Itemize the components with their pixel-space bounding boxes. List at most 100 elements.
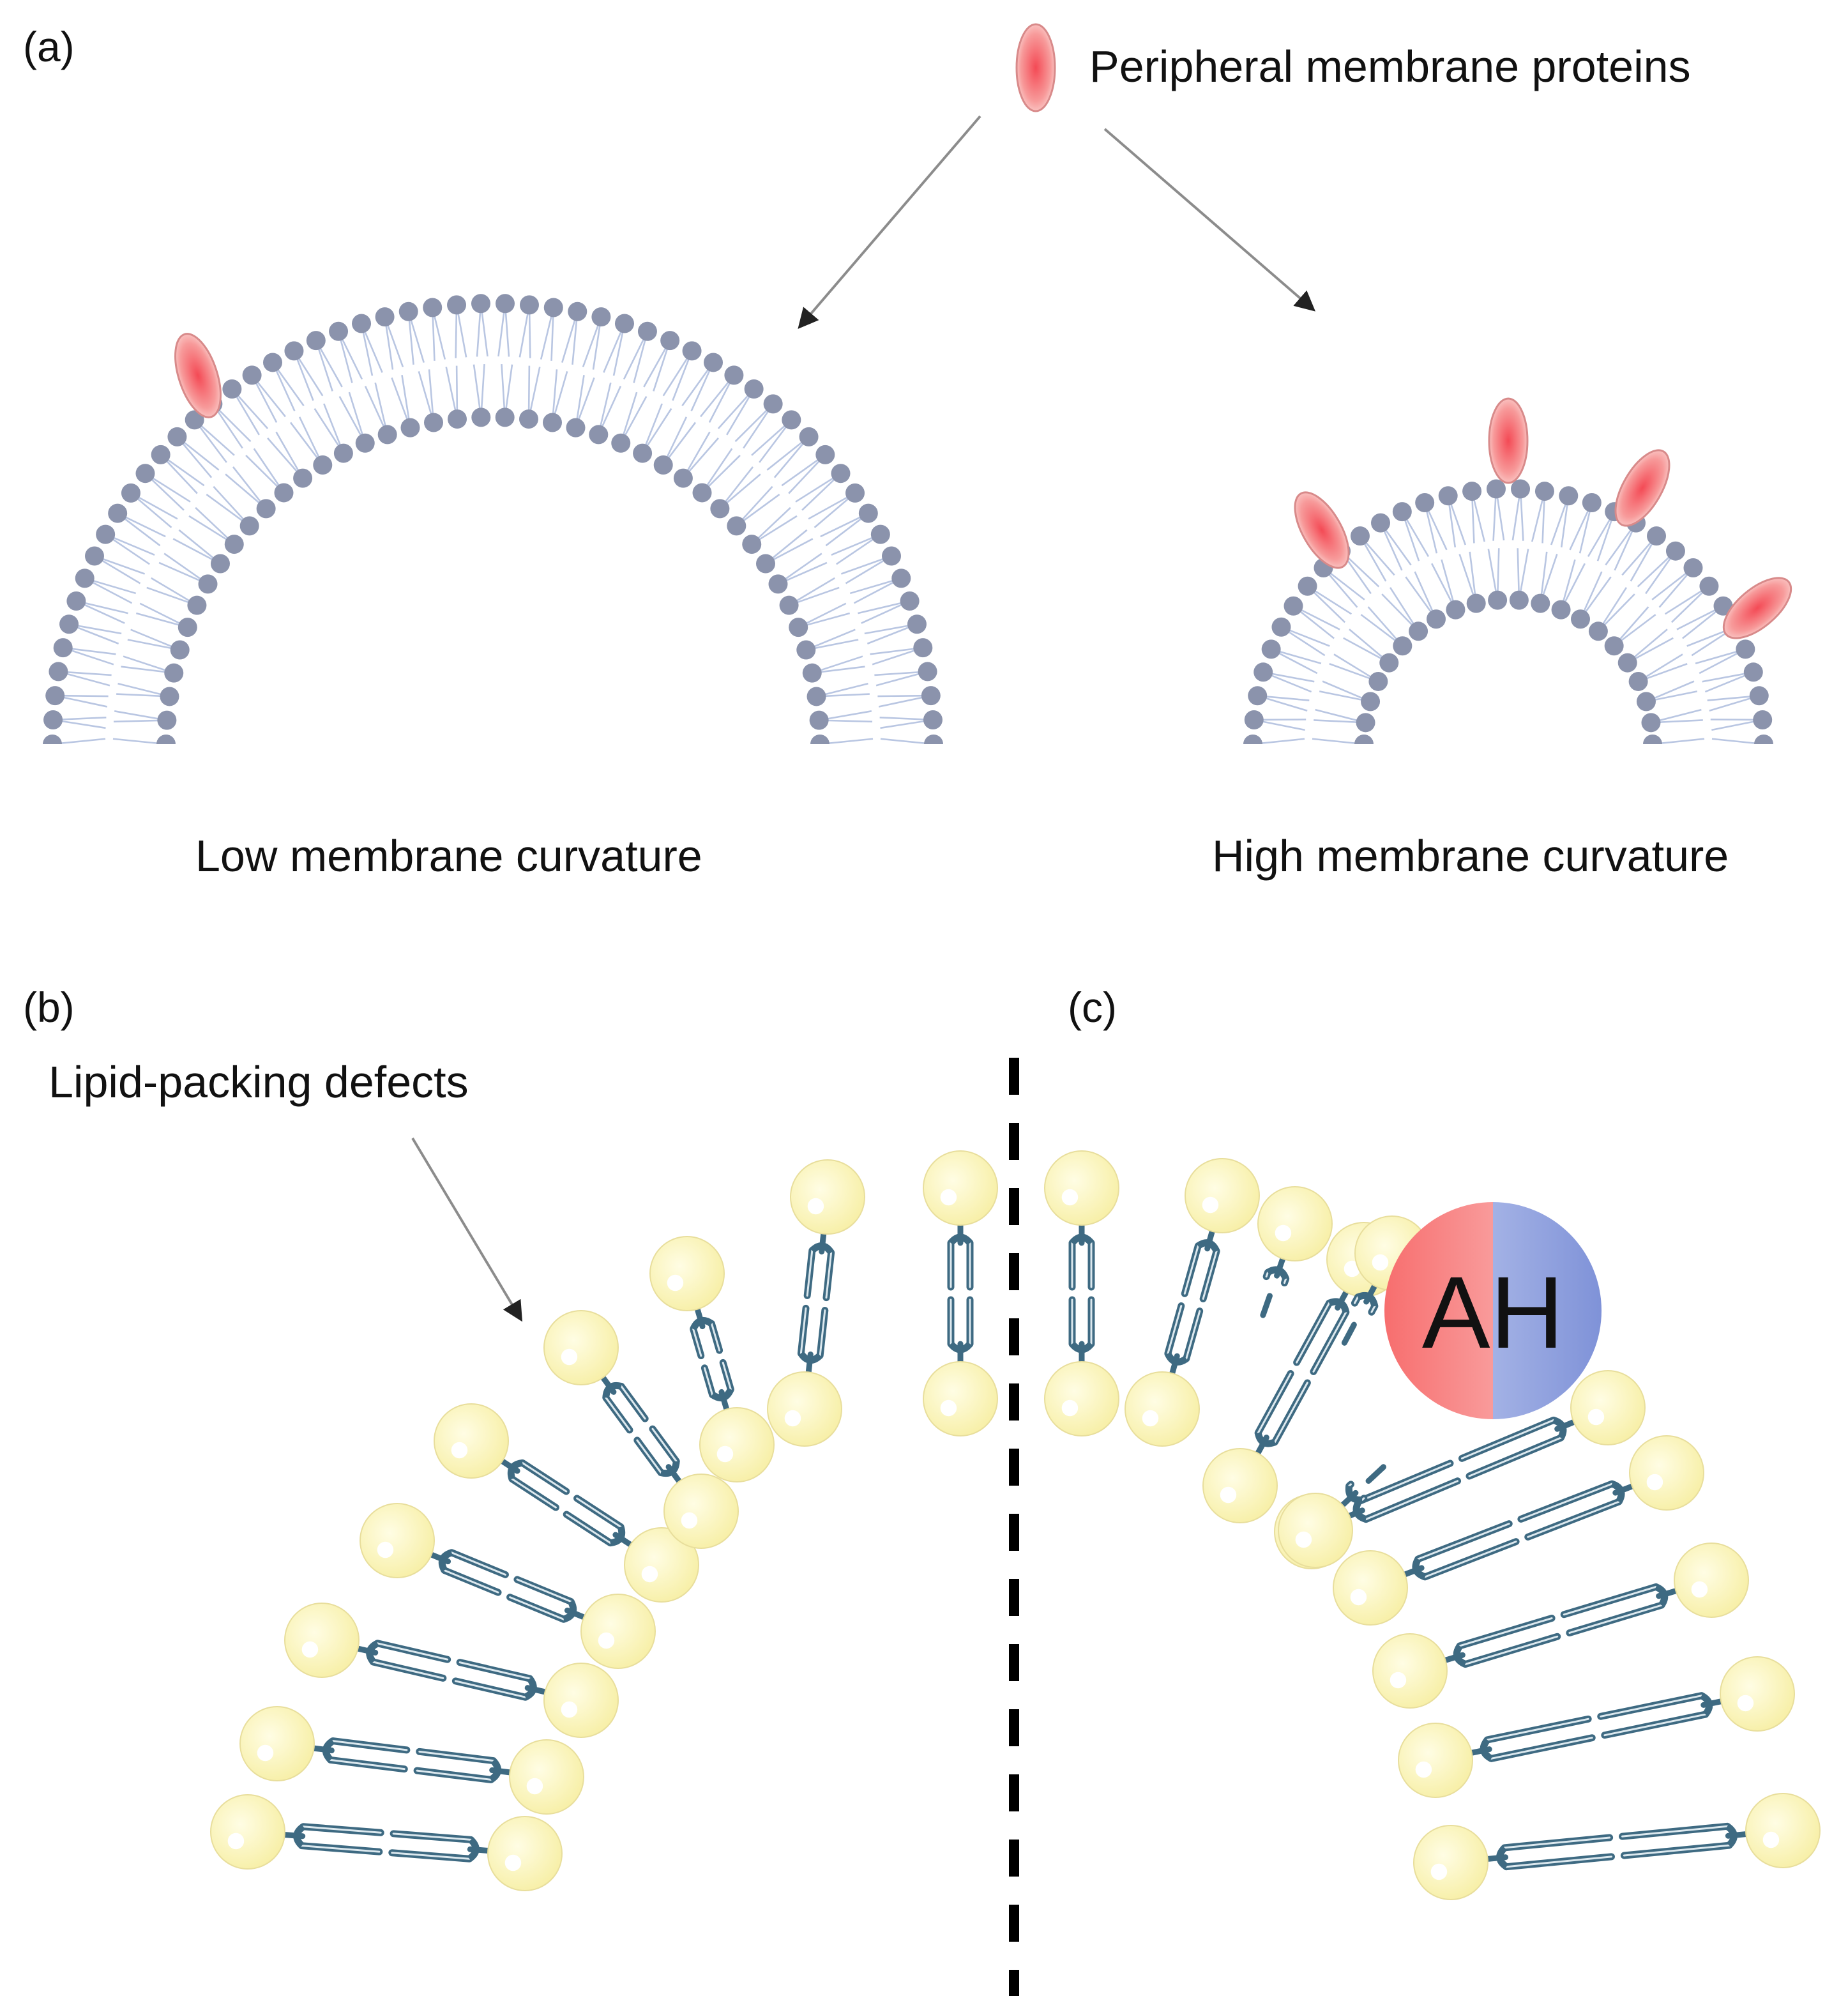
- lipid-head: [1409, 621, 1428, 641]
- lipid-head: [568, 301, 587, 321]
- lipid-head: [135, 464, 155, 484]
- lipid-head: [566, 418, 586, 438]
- lipid-headgroup: [1125, 1371, 1200, 1447]
- lipid-head: [1604, 636, 1624, 656]
- lipid-head: [768, 574, 788, 594]
- lipid-headgroup: [624, 1527, 699, 1603]
- protein-legend-icon: [1015, 23, 1056, 112]
- lipid-head: [1248, 686, 1268, 706]
- lipid-head: [1415, 492, 1435, 512]
- curved-bilayer-left: [210, 1150, 998, 1891]
- lipid-head: [519, 295, 539, 315]
- lipid-head: [1356, 713, 1375, 733]
- lipid-head: [796, 640, 816, 660]
- lipid-head: [329, 321, 349, 341]
- lipid-head: [1488, 590, 1508, 610]
- lipid-head: [84, 546, 104, 566]
- high-curvature-protein-2: [1488, 397, 1529, 484]
- lipid-head: [923, 710, 943, 729]
- lipid-head: [1243, 735, 1262, 744]
- lipid-head: [591, 307, 611, 327]
- lipid-molecule: [767, 1159, 865, 1447]
- lipid-head: [471, 408, 491, 427]
- lipid-head: [108, 503, 128, 523]
- lipid-molecule: [1125, 1158, 1260, 1447]
- lipid-head: [75, 568, 95, 588]
- lipid-molecule: [1333, 1435, 1704, 1626]
- lipid-head: [151, 445, 170, 464]
- lipid-molecule: [649, 1236, 775, 1482]
- lipid-head: [692, 483, 712, 503]
- lipid-headgroup: [790, 1159, 865, 1235]
- lipid-head: [1371, 513, 1390, 533]
- lipid-headgroup: [487, 1816, 563, 1891]
- lipid-head: [1647, 526, 1667, 546]
- lipid-head: [352, 314, 372, 333]
- lipid-head: [1379, 653, 1399, 673]
- panel-c-tag: (c): [1068, 984, 1117, 1031]
- lipid-headgroup: [1674, 1543, 1749, 1618]
- lipid-head: [763, 394, 783, 414]
- lipid-headgroup: [239, 1706, 315, 1781]
- lipid-head: [1511, 479, 1531, 499]
- lipid-head: [121, 483, 140, 503]
- lipid-head: [187, 595, 207, 615]
- lipid-head: [1368, 671, 1388, 691]
- panel-c: (c) AH: [1044, 984, 1821, 1900]
- lipid-head: [704, 353, 723, 372]
- lipid-head: [924, 735, 943, 744]
- lipid-molecule: [1413, 1793, 1821, 1900]
- high-curvature-membrane: [1243, 479, 1773, 744]
- lipid-head: [1298, 576, 1317, 596]
- lipid-head: [519, 409, 538, 429]
- lipid-molecule: [543, 1310, 739, 1549]
- lipid-head: [1392, 502, 1412, 522]
- lipid-head: [1253, 662, 1273, 682]
- lipid-headgroup: [580, 1594, 656, 1669]
- panel-a-tag: (a): [23, 23, 75, 70]
- lipid-head: [471, 294, 490, 314]
- lipid-head: [637, 321, 657, 341]
- lipid-headgroup: [1398, 1723, 1473, 1798]
- lipid-head: [157, 710, 177, 730]
- lipid-headgroup: [1629, 1435, 1704, 1511]
- lipid-head: [831, 464, 851, 484]
- lipid-head: [727, 516, 746, 536]
- high-curvature-protein-3: [1614, 449, 1670, 527]
- lipid-headgroup: [1185, 1158, 1260, 1233]
- lipid-head: [543, 298, 563, 317]
- lipid-head: [1244, 710, 1264, 729]
- lipid-head: [156, 735, 176, 744]
- lipid-headgroup: [509, 1739, 584, 1815]
- lipid-headgroup: [923, 1361, 998, 1436]
- lipid-head: [59, 614, 79, 634]
- lipid-head: [1462, 482, 1482, 501]
- arrow-to-low-curvature: [798, 115, 981, 330]
- lipid-head: [779, 595, 799, 615]
- lipid-head: [1446, 600, 1466, 620]
- lipid-head: [178, 618, 197, 637]
- lipid-head: [1531, 593, 1550, 613]
- lipid-headgroup: [1413, 1825, 1488, 1900]
- lipid-head: [542, 413, 562, 432]
- lipid-head: [858, 503, 878, 523]
- lipid-head: [1509, 590, 1529, 610]
- lipid-molecule: [923, 1150, 998, 1436]
- lipid-head: [891, 568, 911, 588]
- defect-pointer-arrow: [411, 1137, 523, 1322]
- lipid-headgroup: [1044, 1150, 1119, 1226]
- lipid-head: [164, 663, 184, 683]
- lipid-head: [633, 443, 653, 463]
- lipid-head: [239, 516, 259, 536]
- lipid-head: [918, 662, 937, 682]
- lipid-head: [799, 427, 819, 446]
- lipid-head: [1438, 486, 1458, 506]
- lipid-headgroup: [1278, 1493, 1353, 1568]
- lipid-head: [170, 640, 190, 660]
- lipid-head: [913, 638, 933, 658]
- lipid-tail: [1755, 743, 1764, 744]
- lipid-head: [66, 591, 86, 611]
- lipid-headgroup: [649, 1236, 725, 1311]
- lipid-headgroup: [699, 1407, 775, 1482]
- lipid-head: [49, 662, 68, 682]
